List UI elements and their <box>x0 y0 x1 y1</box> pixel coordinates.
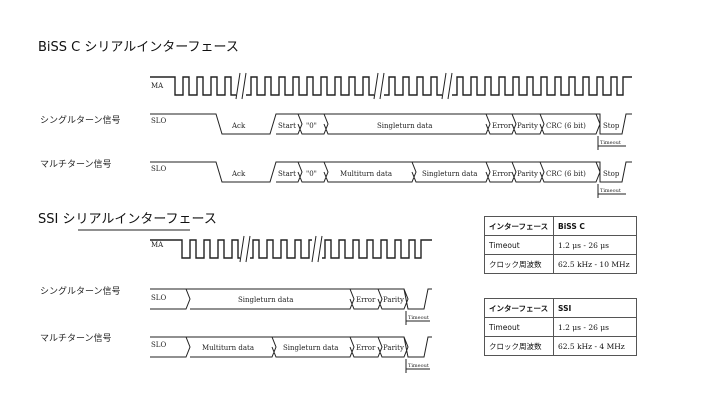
ssi-ma-breaks <box>239 235 323 263</box>
biss-multiturn-field: Singleturn data <box>422 170 477 178</box>
biss-ma-breaks <box>235 72 453 100</box>
biss-singleturn-label: シングルターン信号 <box>40 116 121 126</box>
table-cell: Timeout <box>484 235 554 255</box>
table-row: クロック周波数 62.5 kHz - 10 MHz <box>484 254 637 274</box>
biss-singleturn-field: CRC (6 bit) <box>546 122 586 130</box>
biss-singleturn-timeout: Timeout <box>600 140 621 146</box>
table-row: Timeout 1.2 μs - 26 μs <box>484 317 637 337</box>
biss-singleturn-field: "0" <box>306 122 317 130</box>
ssi-ma-label: MA <box>151 241 164 249</box>
biss-singleturn-field: Singleturn data <box>377 122 432 130</box>
table-cell: BiSS C <box>553 216 637 236</box>
ssi-singleturn-timeout-bracket <box>405 311 430 325</box>
ssi-section-title: SSI シリアルインターフェース <box>38 212 217 227</box>
ssi-multiturn-timeout: Timeout <box>408 363 429 369</box>
biss-multiturn-field: Parity <box>517 170 538 178</box>
table-cell: インターフェース <box>484 298 554 318</box>
biss-multiturn-field: Stop <box>603 170 620 178</box>
ssi-singleturn-field: Parity <box>383 296 404 304</box>
biss-singleturn-field: Error <box>492 122 512 130</box>
ssi-singleturn-slo: SLO <box>151 294 166 302</box>
ssi-singleturn-timeout: Timeout <box>408 315 429 321</box>
biss-multiturn-signal <box>150 161 632 183</box>
ssi-multiturn-timeout-bracket <box>405 359 430 373</box>
biss-multiturn-field: Multiturn data <box>340 170 392 178</box>
ssi-multiturn-slo: SLO <box>151 341 166 349</box>
biss-singleturn-slo: SLO <box>151 117 166 125</box>
table-cell: 62.5 kHz - 4 MHz <box>553 336 637 356</box>
biss-multiturn-field: Error <box>492 170 512 178</box>
biss-multiturn-timeout: Timeout <box>600 188 621 194</box>
ssi-multiturn-field: Parity <box>383 344 404 352</box>
biss-multiturn-slo: SLO <box>151 165 166 173</box>
table-cell: クロック周波数 <box>484 336 554 356</box>
biss-singleturn-signal <box>150 113 632 135</box>
ssi-multiturn-field: Singleturn data <box>283 344 338 352</box>
ssi-singleturn-signal <box>150 288 432 310</box>
table-cell: 1.2 μs - 26 μs <box>553 317 637 337</box>
ssi-multiturn-field: Multiturn data <box>202 344 254 352</box>
table-row: Timeout 1.2 μs - 26 μs <box>484 235 637 255</box>
ssi-ma-clock <box>150 239 432 259</box>
table-cell: 1.2 μs - 26 μs <box>553 235 637 255</box>
table-cell: 62.5 kHz - 10 MHz <box>553 254 637 274</box>
ssi-singleturn-field: Error <box>356 296 376 304</box>
biss-singleturn-field: Start <box>278 122 296 130</box>
biss-multiturn-timeout-bracket <box>597 184 626 198</box>
table-row: インターフェース SSI <box>484 298 637 318</box>
biss-singleturn-field: Stop <box>603 122 620 130</box>
biss-singleturn-timeout-bracket <box>597 136 626 150</box>
biss-multiturn-field: Ack <box>231 170 246 178</box>
table-cell: インターフェース <box>484 216 554 236</box>
table-cell: クロック周波数 <box>484 254 554 274</box>
ssi-singleturn-label: シングルターン信号 <box>40 287 121 297</box>
biss-multiturn-label: マルチターン信号 <box>40 160 112 170</box>
biss-spec-table: インターフェース BiSS C Timeout 1.2 μs - 26 μs ク… <box>484 216 637 274</box>
ssi-multiturn-label: マルチターン信号 <box>40 334 112 344</box>
table-row: インターフェース BiSS C <box>484 216 637 236</box>
ssi-multiturn-signal <box>150 336 432 358</box>
biss-multiturn-field: CRC (6 bit) <box>546 170 586 178</box>
biss-section-title: BiSS C シリアルインターフェース <box>38 40 239 55</box>
table-cell: Timeout <box>484 317 554 337</box>
biss-ma-label: MA <box>151 82 164 90</box>
biss-singleturn-field: Ack <box>231 122 246 130</box>
biss-multiturn-field: Start <box>278 170 296 178</box>
biss-multiturn-field: "0" <box>306 170 317 178</box>
ssi-spec-table: インターフェース SSI Timeout 1.2 μs - 26 μs クロック… <box>484 298 637 356</box>
table-cell: SSI <box>553 298 637 318</box>
table-row: クロック周波数 62.5 kHz - 4 MHz <box>484 336 637 356</box>
ssi-singleturn-field: Singleturn data <box>238 296 293 304</box>
biss-singleturn-field: Parity <box>517 122 538 130</box>
biss-ma-clock <box>150 76 632 96</box>
ssi-multiturn-field: Error <box>356 344 376 352</box>
